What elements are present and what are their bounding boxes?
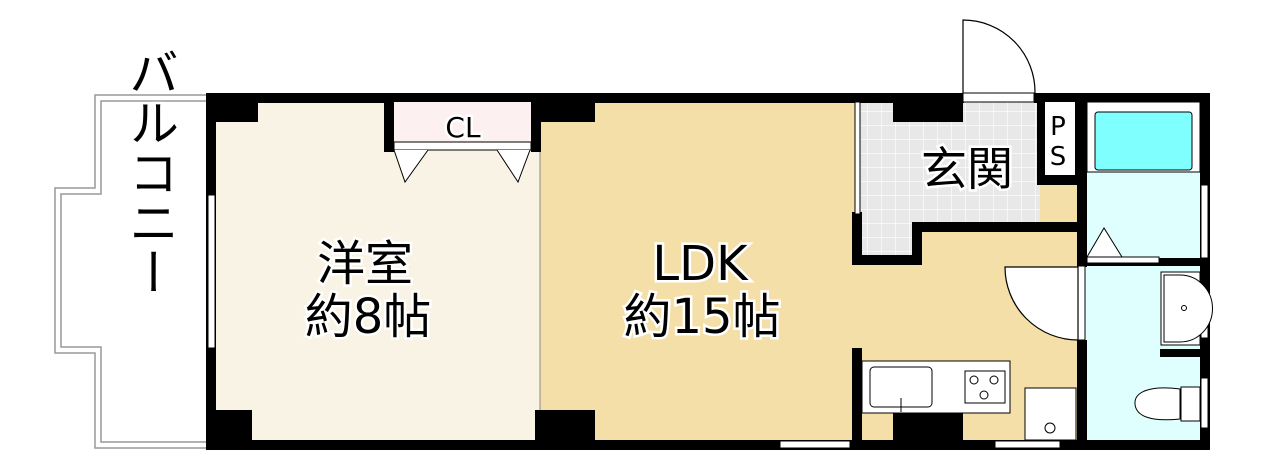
balcony xyxy=(54,94,206,449)
closet-door-icon xyxy=(393,149,531,184)
entry-door-icon xyxy=(962,19,1036,94)
ldk-name: LDK xyxy=(652,236,749,292)
entrance-floor xyxy=(858,102,1040,260)
ps-label-p: P xyxy=(1050,112,1066,142)
closet-label: CL xyxy=(445,111,481,144)
closet-door-rail xyxy=(393,141,532,151)
wash-door-icon xyxy=(1004,266,1079,341)
ldk-size: 約15帖 xyxy=(623,289,780,345)
entry-threshold xyxy=(962,92,1035,103)
entrance-label: 玄関 xyxy=(921,142,1013,196)
pipe-space xyxy=(1045,102,1075,175)
svg-text:バルコニー: バルコニー xyxy=(121,47,179,297)
entrance-thin-wall xyxy=(854,101,861,215)
walls xyxy=(206,93,1210,450)
bathtub-icon xyxy=(1094,111,1193,171)
ps-label-s: S xyxy=(1050,142,1067,172)
western-room xyxy=(216,102,540,440)
toilet-icon xyxy=(1134,386,1201,422)
western-room-name: 洋室 xyxy=(317,236,413,292)
western-room-size: 約8帖 xyxy=(305,289,432,345)
closet xyxy=(394,102,531,142)
balcony-label: バルコニー xyxy=(119,45,182,300)
kitchen-counter xyxy=(861,360,1077,441)
